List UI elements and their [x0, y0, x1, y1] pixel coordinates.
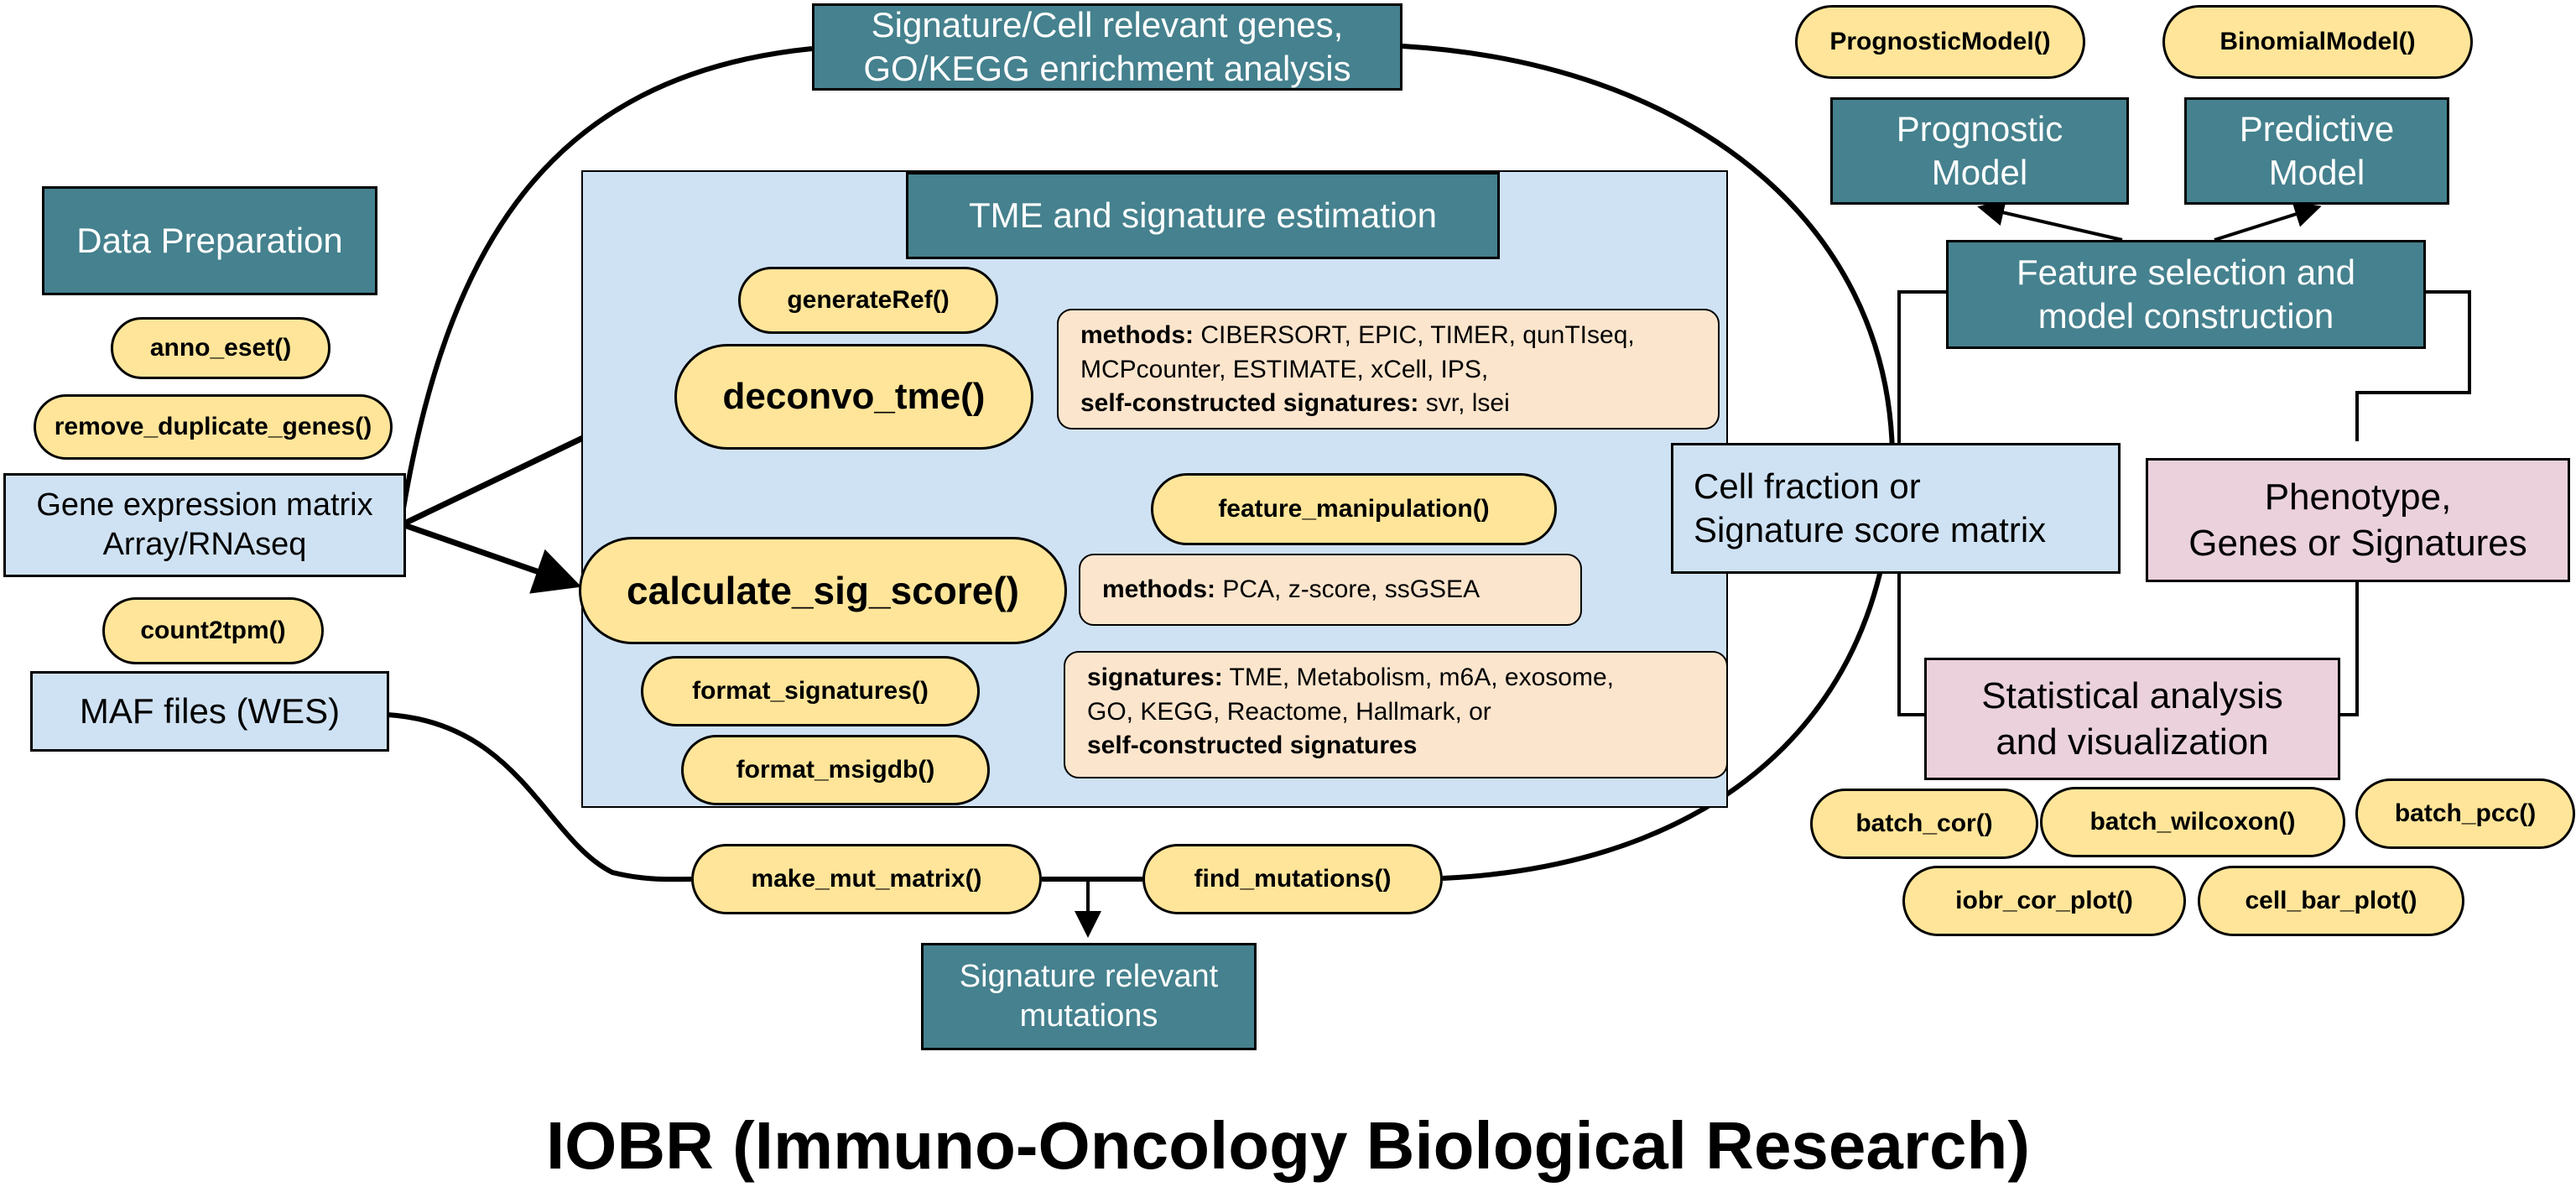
deconvo-methods-note: methods: CIBERSORT, EPIC, TIMER, qunTIse… [1057, 309, 1720, 430]
anno-eset-function: anno_eset() [111, 317, 330, 379]
deconvo-tme-function: deconvo_tme() [674, 344, 1033, 450]
binomial-model-function: BinomialModel() [2162, 5, 2473, 79]
predictive-model-box: Predictive Model [2184, 97, 2449, 205]
feature-manipulation-function: feature_manipulation() [1151, 473, 1557, 545]
self-constructed-label: self-constructed signatures [1087, 731, 1418, 759]
generateref-function: generateRef() [738, 267, 998, 334]
prognostic-model-function: PrognosticModel() [1795, 5, 2085, 79]
phenotype-box: Phenotype, Genes or Signatures [2146, 458, 2570, 582]
prognostic-model-box: Prognostic Model [1830, 97, 2129, 205]
format-signatures-function: format_signatures() [641, 656, 980, 726]
gene-expression-box: Gene expression matrix Array/RNAseq [3, 473, 406, 577]
make-mut-matrix-function: make_mut_matrix() [691, 844, 1042, 914]
maf-line [387, 712, 692, 882]
signatures-note: signatures: TME, Metabolism, m6A, exosom… [1064, 651, 1728, 778]
self-constructed-list: svr, lsei [1418, 389, 1510, 417]
signatures-label: signatures: [1087, 664, 1223, 691]
cell-fraction-box: Cell fraction or Signature score matrix [1671, 443, 2121, 574]
tme-estimation-box: TME and signature estimation [906, 172, 1500, 259]
methods-label: methods: [1080, 321, 1194, 349]
methods-label: methods: [1102, 575, 1215, 603]
maf-files-box: MAF files (WES) [30, 671, 389, 752]
methods-list: CIBERSORT, EPIC, TIMER, qunTIseq, MCPcou… [1080, 321, 1635, 383]
batch-pcc-function: batch_pcc() [2355, 778, 2575, 849]
methods-list: PCA, z-score, ssGSEA [1215, 575, 1481, 603]
signature-mutations-box: Signature relevant mutations [921, 943, 1257, 1050]
feature-right-bracket [2355, 290, 2471, 441]
score-methods-note: methods: PCA, z-score, ssGSEA [1079, 554, 1582, 626]
format-msigdb-function: format_msigdb() [681, 735, 990, 805]
outer-loop-line [398, 46, 813, 524]
remove-duplicate-genes-function: remove_duplicate_genes() [34, 394, 393, 460]
self-constructed-label: self-constructed signatures: [1080, 389, 1419, 417]
page-title: IOBR (Immuno-Oncology Biological Researc… [545, 1108, 2031, 1183]
to-prognostic-arrow [1977, 199, 2123, 242]
batch-wilcoxon-function: batch_wilcoxon() [2040, 787, 2345, 857]
signatures-list: TME, Metabolism, m6A, exosome, GO, KEGG,… [1087, 664, 1614, 726]
cell-bar-plot-function: cell_bar_plot() [2198, 866, 2464, 936]
data-preparation-box: Data Preparation [42, 186, 377, 295]
find-mutations-function: find_mutations() [1142, 844, 1443, 914]
iobr-cor-plot-function: iobr_cor_plot() [1902, 866, 2186, 936]
batch-cor-function: batch_cor() [1810, 789, 2038, 859]
signature-cell-genes-box: Signature/Cell relevant genes, GO/KEGG e… [812, 3, 1402, 91]
feature-selection-box: Feature selection and model construction [1946, 240, 2426, 349]
to-calc-arrow [403, 522, 582, 594]
statistical-analysis-box: Statistical analysis and visualization [1924, 658, 2340, 780]
phenotype-stat-line [2340, 580, 2359, 716]
calculate-sig-score-function: calculate_sig_score() [579, 537, 1067, 644]
to-predictive-arrow [2214, 200, 2322, 242]
count2tpm-function: count2tpm() [102, 597, 324, 664]
